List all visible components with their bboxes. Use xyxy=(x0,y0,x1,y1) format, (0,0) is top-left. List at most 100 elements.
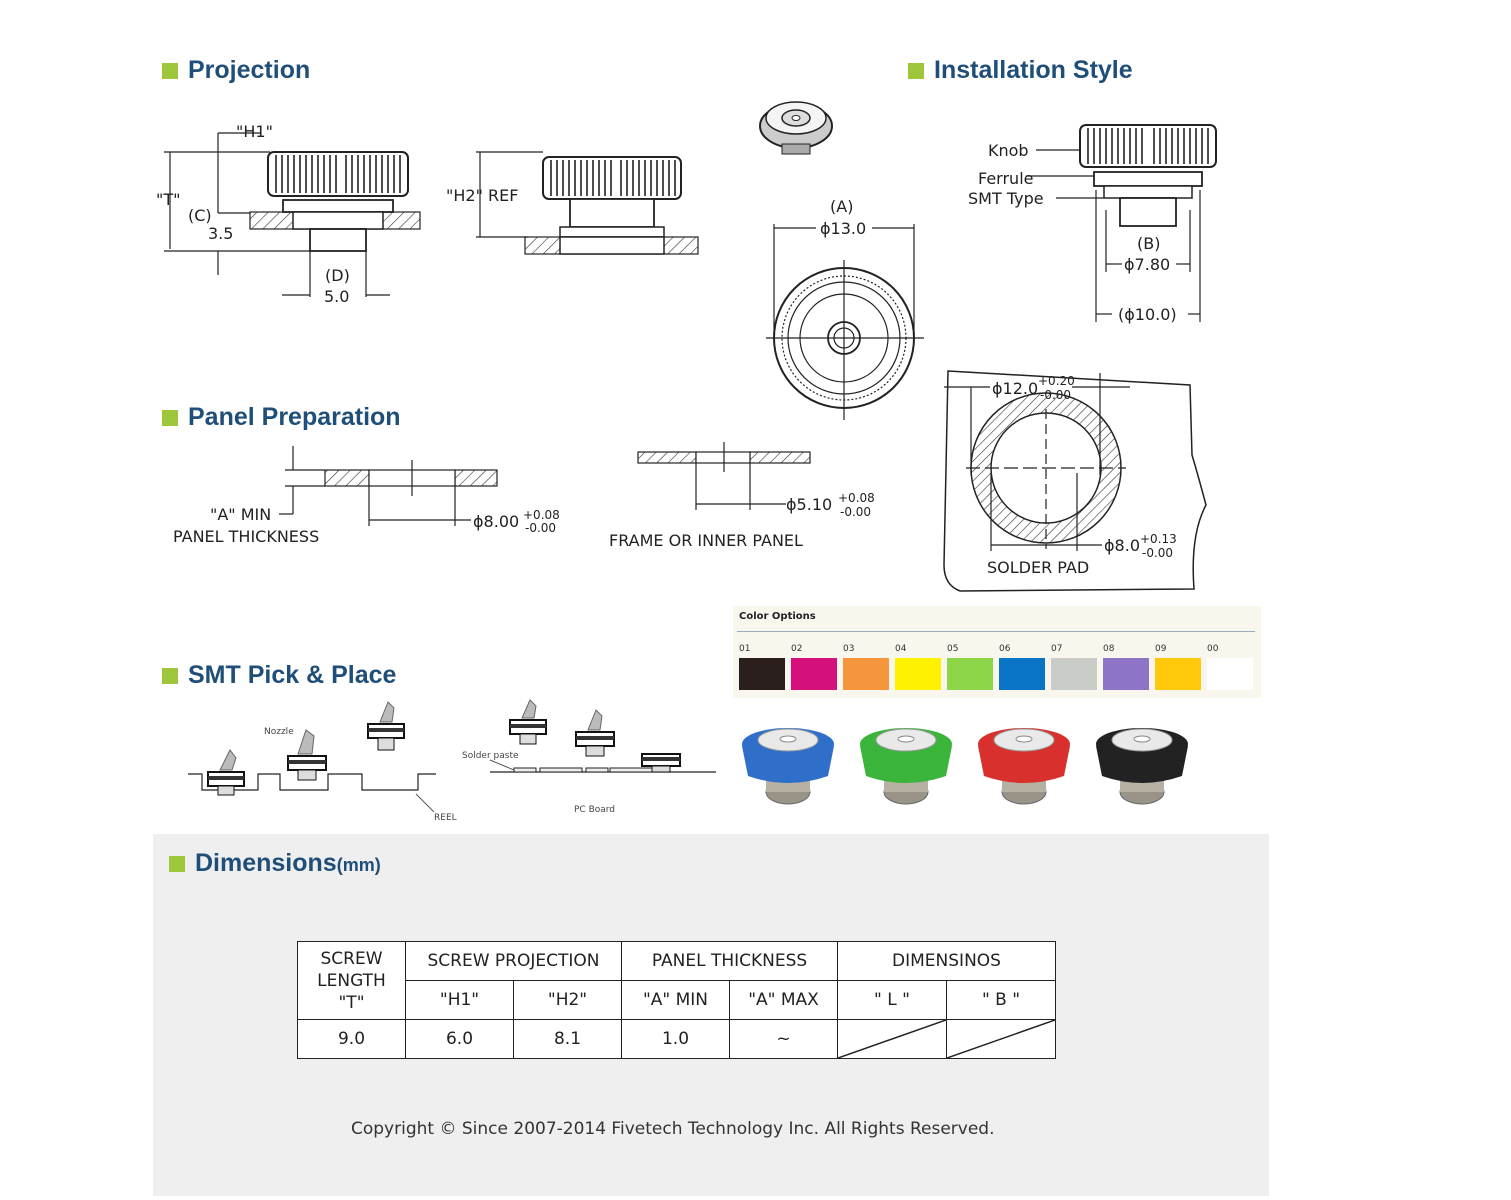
color-swatch-box xyxy=(791,658,837,690)
label-reel: REEL xyxy=(434,813,457,823)
label-hole1-tol-plus: +0.08 xyxy=(523,508,560,522)
label-c: (C) xyxy=(188,206,212,225)
product-knobs-row xyxy=(742,728,1188,805)
color-swatch: 08 xyxy=(1103,644,1149,690)
label-pad-outer: ϕ12.0 xyxy=(992,379,1038,398)
label-d-value: 5.0 xyxy=(324,287,349,306)
section-title-text: Projection xyxy=(188,56,311,84)
label-a-min: "A" MIN xyxy=(210,505,271,524)
header-h1: "H1" xyxy=(405,980,514,1020)
label-nozzle: Nozzle xyxy=(264,727,294,737)
color-swatch-code: 07 xyxy=(1051,644,1063,654)
color-swatch-box xyxy=(843,658,889,690)
color-swatch-code: 04 xyxy=(895,644,907,654)
section-title-installation: Installation Style xyxy=(908,56,1133,85)
label-b: (B) xyxy=(1137,234,1160,253)
top-view-drawing: (A) ϕ13.0 xyxy=(766,197,924,420)
bullet-square-icon xyxy=(169,855,185,872)
color-options-panel: Color Options 01 02 03 04 05 06 07 08 09 00 xyxy=(733,606,1261,698)
color-swatch-code: 03 xyxy=(843,644,855,654)
label-pad-inner-tol-minus: -0.00 xyxy=(1142,546,1173,560)
cell-t: 9.0 xyxy=(297,1019,406,1059)
color-swatch: 06 xyxy=(999,644,1045,690)
label-knob: Knob xyxy=(988,141,1029,160)
bullet-square-icon xyxy=(162,62,178,79)
solder-pad-drawing: ϕ12.0 +0.20 -0.00 ϕ8.0 +0.13 -0.00 SOLDE… xyxy=(943,370,1207,592)
label-smt-type: SMT Type xyxy=(968,189,1044,208)
frame-panel-drawing: ϕ5.10 +0.08 -0.00 FRAME OR INNER PANEL xyxy=(609,442,875,550)
diagonal-slash-icon xyxy=(838,1020,946,1058)
header-a-max: "A" MAX xyxy=(729,980,838,1020)
color-swatch: 03 xyxy=(843,644,889,690)
section-title-dimensions: Dimensions(mm) xyxy=(169,849,381,878)
label-pad-outer-tol-plus: +0.20 xyxy=(1038,374,1075,388)
header-screw-length-line: "T" xyxy=(338,992,365,1013)
bullet-square-icon xyxy=(908,62,924,79)
dimensions-table: SCREW LENGTH "T" SCREW PROJECTION PANEL … xyxy=(297,941,1056,1059)
knob-side-view-1 xyxy=(249,151,421,252)
label-a: (A) xyxy=(830,197,853,216)
label-outer-dim: (ϕ10.0) xyxy=(1118,305,1177,324)
header-b: " B " xyxy=(946,980,1056,1020)
bullet-square-icon xyxy=(162,667,178,684)
color-swatch: 09 xyxy=(1155,644,1201,690)
label-solder-pad: SOLDER PAD xyxy=(987,558,1089,577)
table-row: 9.0 6.0 8.1 1.0 ~ xyxy=(297,1019,1056,1059)
section-title-projection: Projection xyxy=(162,56,310,85)
color-swatch: 05 xyxy=(947,644,993,690)
header-screw-length-line: LENGTH xyxy=(317,970,386,991)
color-swatch: 00 xyxy=(1207,644,1253,690)
header-screw-length: SCREW LENGTH "T" xyxy=(297,941,406,1020)
color-swatch: 07 xyxy=(1051,644,1097,690)
color-swatch-code: 00 xyxy=(1207,644,1219,654)
label-pad-inner: ϕ8.0 xyxy=(1104,536,1140,555)
color-swatch-box xyxy=(1103,658,1149,690)
color-swatch-box xyxy=(947,658,993,690)
color-swatch-code: 05 xyxy=(947,644,959,654)
smt-part-1 xyxy=(207,749,245,796)
color-swatch-box xyxy=(1207,658,1253,690)
section-title-smt: SMT Pick & Place xyxy=(162,661,396,690)
label-hole2-tol-plus: +0.08 xyxy=(838,491,875,505)
label-hole1: ϕ8.00 xyxy=(473,512,519,531)
smt-part-6 xyxy=(641,753,681,773)
label-solder-paste: Solder paste xyxy=(462,751,519,761)
header-dimensions: DIMENSINOS xyxy=(837,941,1056,981)
header-h2: "H2" xyxy=(513,980,622,1020)
color-options-divider xyxy=(737,631,1255,632)
diagonal-slash-icon xyxy=(947,1020,1055,1058)
header-screw-projection: SCREW PROJECTION xyxy=(405,941,622,981)
color-options-title: Color Options xyxy=(739,611,816,622)
header-l: " L " xyxy=(837,980,947,1020)
color-swatch: 04 xyxy=(895,644,941,690)
label-c-value: 3.5 xyxy=(208,224,233,243)
copyright-text: Copyright © Since 2007-2014 Fivetech Tec… xyxy=(351,1119,995,1139)
label-ferrule: Ferrule xyxy=(978,169,1033,188)
cell-h1: 6.0 xyxy=(405,1019,514,1059)
label-t: "T" xyxy=(156,190,181,209)
color-swatch-box xyxy=(1155,658,1201,690)
product-knob xyxy=(742,728,834,805)
section-title-text: Installation Style xyxy=(934,56,1133,84)
product-knob xyxy=(860,728,952,805)
header-screw-length-line: SCREW xyxy=(320,948,383,969)
product-knob xyxy=(978,728,1070,805)
color-swatch-box xyxy=(999,658,1045,690)
dimensions-unit: (mm) xyxy=(336,855,381,875)
section-title-text: SMT Pick & Place xyxy=(188,661,397,689)
color-swatch-code: 01 xyxy=(739,644,751,654)
label-pad-inner-tol-plus: +0.13 xyxy=(1140,532,1177,546)
installation-drawing: Knob Ferrule SMT Type (B) ϕ7.80 (ϕ10.0) xyxy=(968,124,1217,324)
section-title-panel-preparation: Panel Preparation xyxy=(162,403,401,432)
label-pad-outer-tol-minus: -0.00 xyxy=(1040,388,1071,402)
color-swatch-code: 09 xyxy=(1155,644,1167,654)
cell-l-empty xyxy=(837,1019,947,1059)
section-title-text: Dimensions(mm) xyxy=(195,849,381,877)
bullet-square-icon xyxy=(162,409,178,426)
label-a-value: ϕ13.0 xyxy=(820,219,866,238)
knob-perspective-icon xyxy=(759,101,833,155)
cell-b-empty xyxy=(946,1019,1056,1059)
label-pc-board: PC Board xyxy=(574,805,615,815)
color-swatch-code: 02 xyxy=(791,644,803,654)
color-swatch-box xyxy=(895,658,941,690)
